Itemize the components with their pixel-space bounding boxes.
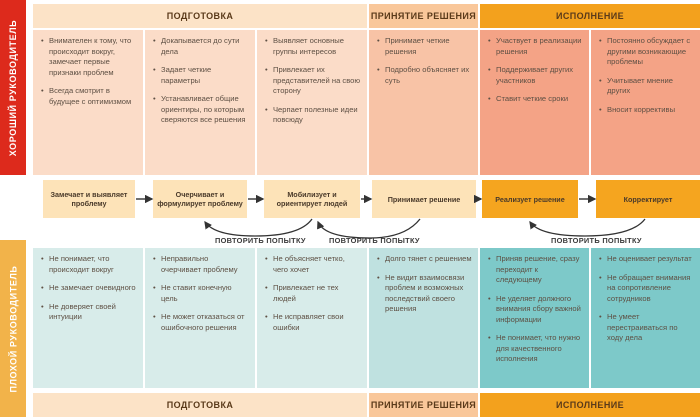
good-column-6: Постоянно обсуждает с другими возникающи… <box>591 30 700 175</box>
bad-item: Не может отказаться от ошибочного решени… <box>153 312 249 333</box>
stage-text: Принимает решение <box>387 194 461 204</box>
phase-header-decision-top: ПРИНЯТИЕ РЕШЕНИЯ <box>369 4 478 28</box>
phase-header-text: ИСПОЛНЕНИЕ <box>555 11 624 21</box>
good-column-2: Докапывается до сути делаЗадает четкие п… <box>145 30 255 175</box>
bad-item: Долго тянет с решением <box>377 254 472 265</box>
good-manager-label: Хороший руководитель <box>0 0 26 175</box>
phase-header-exec-top: ИСПОЛНЕНИЕ <box>480 4 700 28</box>
bad-column-6: Не оценивает результат Не обращает вниман… <box>591 248 700 388</box>
good-item: Учитывает мнение других <box>599 76 694 97</box>
phase-header-prep-top: ПОДГОТОВКА <box>33 4 367 28</box>
stage-define: Очерчивает и формулирует проблему <box>153 180 247 218</box>
good-column-5: Участвует в реализации решенияПоддержива… <box>480 30 589 175</box>
retry-text: ПОВТОРИТЬ ПОПЫТКУ <box>329 236 420 245</box>
phase-header-exec-bottom: ИСПОЛНЕНИЕ <box>480 393 700 417</box>
good-item: Привлекает их представителей на свою сто… <box>265 65 361 97</box>
good-column-4: Принимает четкие решенияПодробно объясня… <box>369 30 478 175</box>
stage-decide: Принимает решение <box>372 180 476 218</box>
bad-item: Не понимает, что нужно для качественного… <box>488 333 583 365</box>
bad-item: Не обращает внимания на сопротивление со… <box>599 273 694 305</box>
stage-correct: Корректирует <box>596 180 700 218</box>
good-item: Вносит коррективы <box>599 105 694 116</box>
bad-manager-label: Плохой руководитель <box>0 240 26 417</box>
stage-text: Мобилизует и ориентирует людей <box>276 190 348 208</box>
retry-arrow <box>204 218 313 237</box>
good-item: Ставит четкие сроки <box>488 94 583 105</box>
good-item: Выявляет основные группы интересов <box>265 36 361 57</box>
bad-column-3: Не объясняет четко, чего хочетПривлекает… <box>257 248 367 388</box>
bad-column-5: Приняв решение, сразу переходит к следую… <box>480 248 589 388</box>
good-column-1: Внимателен к тому, что происходит вокруг… <box>33 30 143 175</box>
phase-header-text: ПОДГОТОВКА <box>166 400 234 410</box>
bad-column-4: Долго тянет с решением Не видит взаимосвя… <box>369 248 478 388</box>
stage-text: Очерчивает и формулирует проблему <box>157 190 243 208</box>
phase-header-prep-bottom: ПОДГОТОВКА <box>33 393 367 417</box>
retry-label-2: ПОВТОРИТЬ ПОПЫТКУ <box>329 236 420 245</box>
good-item: Устанавливает общие ориентиры, по которы… <box>153 94 249 126</box>
bad-item: Приняв решение, сразу переходит к следую… <box>488 254 583 286</box>
good-item: Подробно объясняет их суть <box>377 65 472 86</box>
bad-item: Не объясняет четко, чего хочет <box>265 254 361 275</box>
bad-column-1: Не понимает, что происходит вокруг Не зам… <box>33 248 143 388</box>
good-item: Участвует в реализации решения <box>488 36 583 57</box>
bad-item: Не уделяет должного внимания сбору важно… <box>488 294 583 326</box>
bad-item: Не оценивает результат <box>599 254 694 265</box>
bad-item: Не исправляет свои ошибки <box>265 312 361 333</box>
retry-arrow <box>529 218 646 237</box>
good-column-3: Выявляет основные группы интересовПривле… <box>257 30 367 175</box>
stage-text: Замечает и выявляет проблему <box>50 190 128 208</box>
stage-implement: Реализует решение <box>482 180 578 218</box>
phase-header-decision-bottom: ПРИНЯТИЕ РЕШЕНИЯ <box>369 393 478 417</box>
good-item: Постоянно обсуждает с другими возникающи… <box>599 36 694 68</box>
good-item: Всегда смотрит в будущее с оптимизмом <box>41 86 137 107</box>
bad-item: Не понимает, что происходит вокруг <box>41 254 137 275</box>
good-item: Докапывается до сути дела <box>153 36 249 57</box>
retry-label-3: ПОВТОРИТЬ ПОПЫТКУ <box>551 236 642 245</box>
phase-header-text: ПРИНЯТИЕ РЕШЕНИЯ <box>370 400 477 410</box>
bad-item: Не замечает очевидного <box>41 283 137 294</box>
stage-text: Корректирует <box>623 194 673 204</box>
bad-item: Не видит взаимосвязи проблем и возможных… <box>377 273 472 315</box>
retry-label-1: ПОВТОРИТЬ ПОПЫТКУ <box>215 236 306 245</box>
good-item: Поддерживает других участников <box>488 65 583 86</box>
good-item: Задает четкие параметры <box>153 65 249 86</box>
bad-item: Привлекает не тех людей <box>265 283 361 304</box>
stage-mobilize: Мобилизует и ориентирует людей <box>264 180 360 218</box>
stage-text: Реализует решение <box>495 194 565 204</box>
bad-column-2: Неправильно очерчивает проблему Не ставит… <box>145 248 255 388</box>
bad-item: Не умеет перестраиваться по ходу дела <box>599 312 694 344</box>
bad-item: Не ставит конечную цель <box>153 283 249 304</box>
retry-text: ПОВТОРИТЬ ПОПЫТКУ <box>215 236 306 245</box>
phase-header-text: ПРИНЯТИЕ РЕШЕНИЯ <box>370 11 477 21</box>
retry-text: ПОВТОРИТЬ ПОПЫТКУ <box>551 236 642 245</box>
phase-header-text: ИСПОЛНЕНИЕ <box>555 400 624 410</box>
bad-item: Неправильно очерчивает проблему <box>153 254 249 275</box>
bad-item: Не доверяет своей интуиции <box>41 302 137 323</box>
good-item: Принимает четкие решения <box>377 36 472 57</box>
good-item: Внимателен к тому, что происходит вокруг… <box>41 36 137 78</box>
retry-arrow <box>317 218 421 239</box>
stage-identify: Замечает и выявляет проблему <box>43 180 135 218</box>
phase-header-text: ПОДГОТОВКА <box>166 11 234 21</box>
good-item: Черпает полезные идеи повсюду <box>265 105 361 126</box>
